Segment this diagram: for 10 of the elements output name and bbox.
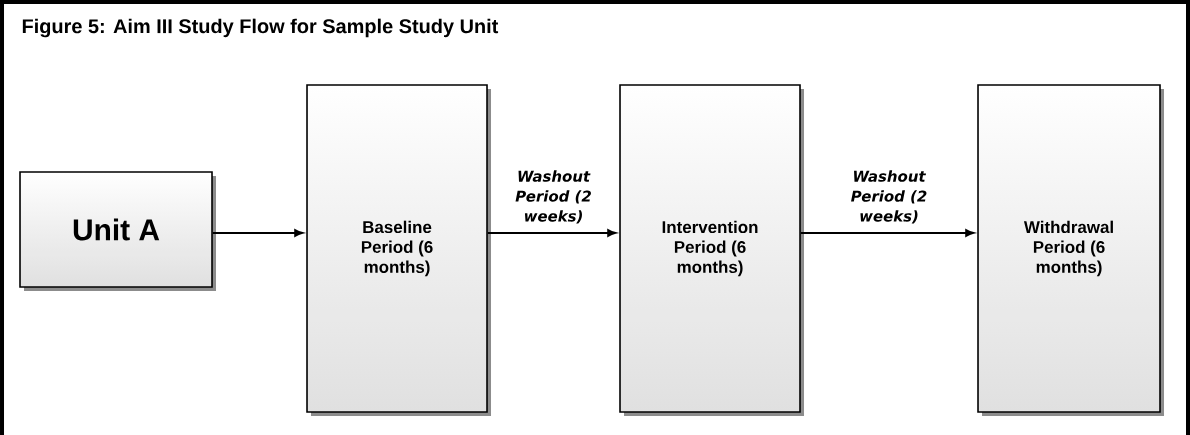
- process-box: Baseline Period (6 months): [306, 84, 491, 416]
- process-box: Unit A: [19, 171, 216, 291]
- edge-label: Washout Period (2 weeks): [515, 170, 591, 224]
- arrow: [799, 229, 975, 237]
- arrow: [486, 229, 617, 237]
- process-box: Withdrawal Period (6 months): [977, 84, 1164, 416]
- arrow: [211, 229, 304, 237]
- process-box: Intervention Period (6 months): [619, 84, 804, 416]
- title: Figure 5: Aim III Study Flow for Sample Study Unit: [22, 18, 499, 38]
- edge-label: Washout Period (2 weeks): [851, 170, 927, 224]
